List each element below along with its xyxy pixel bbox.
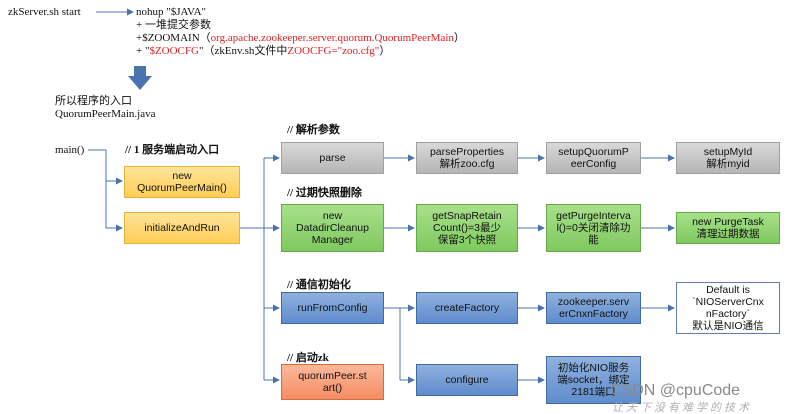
new-qpm-box[interactable]: new QuorumPeerMain() [124, 166, 240, 198]
nohup-line: nohup "$JAVA" [136, 6, 207, 18]
comment-purge: // 过期快照删除 [287, 187, 362, 199]
default-nio-box[interactable]: Default is `NIOServerCnx nFactory` 默认是NI… [676, 282, 780, 334]
tail-watermark: 让天下没有难学的技术 [612, 402, 752, 414]
entry-line1: 所以程序的入口 [55, 95, 132, 107]
csdn-watermark: CSDN @cpuCode [610, 382, 741, 399]
comment-comm: // 通信初始化 [287, 279, 351, 291]
zk-scnf-box[interactable]: zookeeper.serv erCnxnFactory [546, 292, 641, 324]
qp-start-box[interactable]: quorumPeer.st art() [281, 364, 384, 400]
entry-line2: QuorumPeerMain.java [55, 108, 156, 120]
setup-qpc-box[interactable]: setupQuorumP eerConfig [546, 142, 641, 174]
zoomain-class: org.apache.zookeeper.server.quorum.Quoru… [210, 32, 454, 44]
zoocfg-assign: ZOOCFG="zoo.cfg" [287, 45, 380, 57]
setup-myid-box[interactable]: setupMyId 解析myid [676, 142, 780, 174]
down-arrow-icon [128, 66, 152, 90]
init-nio-box[interactable]: 初始化NIO服务 端socket，绑定 2181端口 [546, 356, 641, 404]
comment-entry: // 1 服务端启动入口 [125, 144, 220, 156]
get-purge-box[interactable]: getPurgeInterva l()=0关闭清除功 能 [546, 204, 641, 252]
zoomain-prefix: +$ZOOMAIN（ [136, 32, 211, 44]
zoocfg-line: + "$ZOOCFG"（zkEnv.sh文件中ZOOCFG="zoo.cfg"） [136, 45, 390, 58]
zoocfg-end: ） [379, 45, 391, 57]
zoocfg-var: $ZOOCFG [149, 45, 199, 57]
create-factory-box[interactable]: createFactory [416, 292, 518, 324]
zoomain-line: +$ZOOMAIN（org.apache.zookeeper.server.qu… [136, 32, 465, 45]
parse-box[interactable]: parse [281, 142, 384, 174]
new-ddcm-box[interactable]: new DatadirCleanup Manager [281, 204, 384, 252]
init-run-box[interactable]: initializeAndRun [124, 212, 240, 244]
configure-box[interactable]: configure [416, 364, 518, 396]
main-label: main() [55, 144, 85, 156]
parse-props-box[interactable]: parseProperties 解析zoo.cfg [416, 142, 518, 174]
start-label: zkServer.sh start [8, 6, 81, 18]
comment-parse: // 解析参数 [287, 124, 340, 136]
comment-start: // 启动zk [287, 352, 329, 364]
zoocfg-mid: "（zkEnv.sh文件中 [198, 45, 288, 57]
zoocfg-plus: + " [136, 45, 150, 57]
run-cfg-box[interactable]: runFromConfig [281, 292, 384, 324]
args-line: + 一堆提交参数 [136, 19, 211, 31]
zoomain-suffix: ） [453, 32, 465, 44]
get-snap-box[interactable]: getSnapRetain Count()=3最少 保留3个快照 [416, 204, 518, 252]
new-purge-box[interactable]: new PurgeTask 清理过期数据 [676, 212, 780, 244]
